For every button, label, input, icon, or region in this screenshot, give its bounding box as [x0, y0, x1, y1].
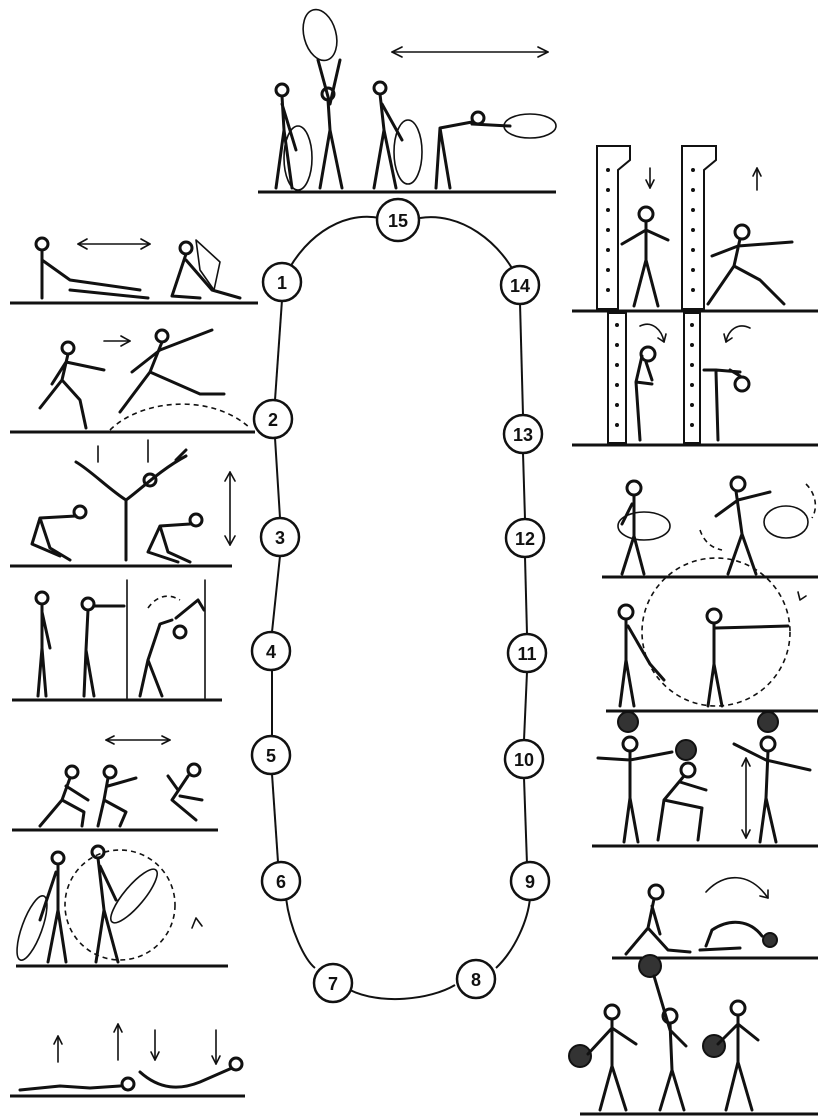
exercise-2-illustration [10, 330, 255, 432]
exercise-11-illustration [606, 558, 818, 711]
station-7-label: 7 [328, 974, 338, 994]
station-6-label: 6 [276, 872, 286, 892]
station-9: 9 [511, 862, 549, 900]
station-1-label: 1 [277, 273, 287, 293]
station-8-label: 8 [471, 970, 481, 990]
station-5: 5 [252, 736, 290, 774]
exercise-5-illustration [12, 736, 218, 830]
station-12: 12 [506, 519, 544, 557]
exercise-6-illustration [11, 846, 228, 966]
station-4: 4 [252, 632, 290, 670]
station-7: 7 [314, 964, 352, 1002]
station-3-label: 3 [275, 528, 285, 548]
station-15-label: 15 [388, 211, 408, 231]
exercise-3-illustration [10, 440, 235, 566]
station-10-label: 10 [514, 750, 534, 770]
station-14-label: 14 [510, 276, 530, 296]
exercise-8-illustration [569, 955, 818, 1114]
station-3: 3 [261, 518, 299, 556]
station-15: 15 [377, 199, 419, 241]
exercise-4-illustration [12, 580, 222, 700]
exercise-7-illustration [10, 1024, 245, 1096]
station-13-label: 13 [513, 425, 533, 445]
exercise-10-illustration [592, 712, 818, 846]
station-11-label: 11 [517, 644, 536, 664]
exercise-15-illustration [258, 6, 556, 192]
station-4-label: 4 [266, 642, 276, 662]
station-5-label: 5 [266, 746, 276, 766]
exercise-1-illustration [10, 238, 258, 303]
exercise-12-illustration [602, 477, 818, 577]
station-12-label: 12 [515, 529, 535, 549]
station-13: 13 [504, 415, 542, 453]
station-2-label: 2 [268, 410, 278, 430]
station-1: 1 [263, 263, 301, 301]
station-14: 14 [501, 266, 539, 304]
station-8: 8 [457, 960, 495, 998]
station-11: 11 [508, 634, 546, 672]
station-6: 6 [262, 862, 300, 900]
circuit-loop [272, 217, 530, 999]
station-9-label: 9 [525, 872, 535, 892]
station-10: 10 [505, 740, 543, 778]
exercise-13-illustration [572, 313, 818, 445]
station-2: 2 [254, 400, 292, 438]
exercise-14-illustration [572, 146, 818, 311]
exercise-9-illustration [612, 878, 818, 958]
